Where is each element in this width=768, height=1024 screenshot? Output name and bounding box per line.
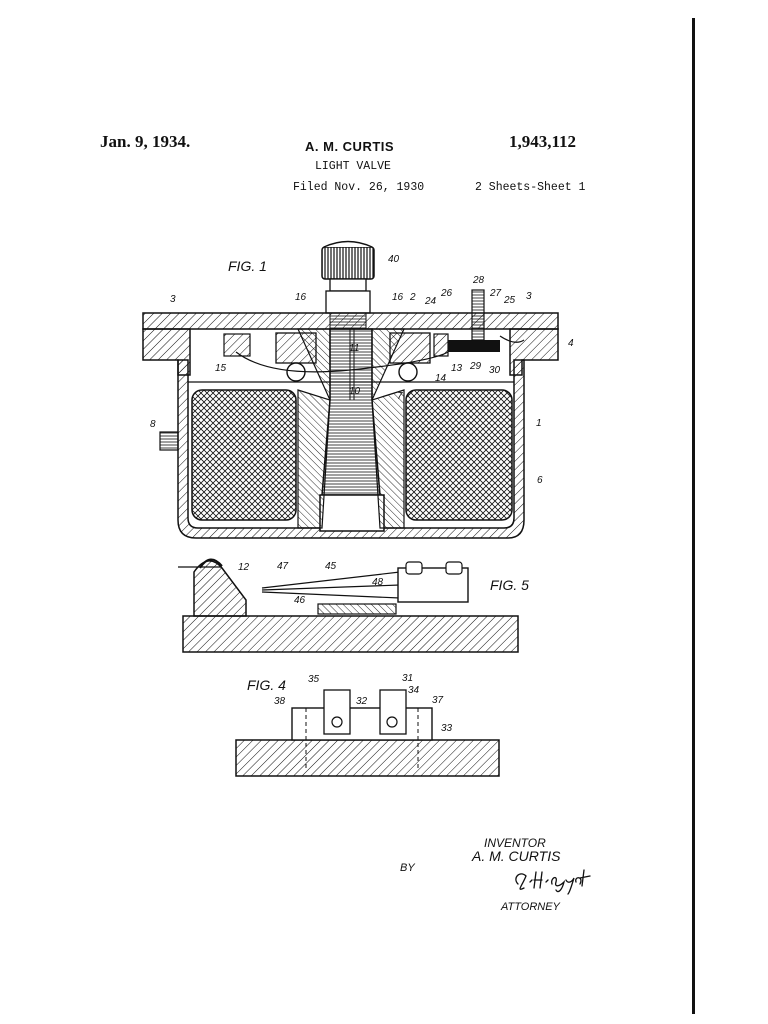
ref-numeral: 33 <box>441 723 453 734</box>
ref-numeral: 15 <box>215 363 227 374</box>
inventor-header: A. M. CURTIS <box>305 139 395 154</box>
figure-4 <box>235 689 500 777</box>
ref-numeral: 29 <box>469 361 482 372</box>
ref-numeral: 11 <box>349 343 359 354</box>
ref-numeral: 24 <box>424 296 437 307</box>
ref-numeral: 1 <box>536 418 542 429</box>
ref-numeral: 8 <box>150 419 156 430</box>
ref-numeral: 10 <box>349 386 361 397</box>
ref-numeral: 28 <box>472 275 485 286</box>
inventor-label: INVENTOR <box>484 836 546 850</box>
ref-numeral: 4 <box>568 338 574 349</box>
inventor-name: A. M. CURTIS <box>472 848 561 864</box>
coil-right <box>405 389 513 521</box>
ref-numeral: 48 <box>372 577 384 588</box>
ref-numeral: 16 <box>295 292 307 303</box>
ref-numeral: 13 <box>451 363 463 374</box>
ref-numeral: 6 <box>537 475 543 486</box>
ref-numeral: 14 <box>435 373 447 384</box>
fig5-label: FIG. 5 <box>490 577 529 593</box>
filed-date: Filed Nov. 26, 1930 <box>293 181 425 194</box>
fig4-label: FIG. 4 <box>247 677 286 693</box>
fig5-base <box>182 615 519 653</box>
patent-number: 1,943,112 <box>509 132 577 151</box>
ref-numeral: 40 <box>388 254 400 265</box>
ref-numeral: 3 <box>526 291 532 302</box>
figure-5 <box>178 558 519 653</box>
ref-numeral: 26 <box>440 288 453 299</box>
sheet-count: 2 Sheets-Sheet 1 <box>475 181 586 194</box>
patent-date: Jan. 9, 1934. <box>100 132 191 151</box>
ref-numeral: 7 <box>397 391 403 402</box>
fig4-base <box>235 739 500 777</box>
ref-numeral: 34 <box>408 685 420 696</box>
ref-numeral: 30 <box>489 365 501 376</box>
ref-numeral: 25 <box>503 295 516 306</box>
sheet-edge <box>692 18 695 1014</box>
ref-numeral: 32 <box>356 696 368 707</box>
ref-numeral: 35 <box>308 674 320 685</box>
housing <box>177 359 525 539</box>
ref-numeral: 45 <box>325 561 337 572</box>
ref-numeral: 46 <box>294 595 306 606</box>
ref-numeral: 27 <box>489 288 502 299</box>
coil-left <box>191 389 297 521</box>
ref-numeral: 2 <box>409 292 416 303</box>
attorney-signature <box>515 869 591 895</box>
knob-40 <box>321 246 375 280</box>
ref-numeral: 47 <box>277 561 289 572</box>
by-label: BY <box>400 862 415 874</box>
patent-title: LIGHT VALVE <box>315 160 391 173</box>
ref-numeral: 12 <box>238 562 250 573</box>
ref-numeral: 3 <box>170 294 176 305</box>
attorney-label: ATTORNEY <box>501 901 560 913</box>
ref-numeral: 31 <box>402 673 413 684</box>
ref-numeral: 38 <box>274 696 286 707</box>
fig1-label: FIG. 1 <box>228 258 267 274</box>
ref-numeral: 16 <box>392 292 404 303</box>
ref-numeral: 37 <box>432 695 444 706</box>
figure-1 <box>142 240 559 539</box>
